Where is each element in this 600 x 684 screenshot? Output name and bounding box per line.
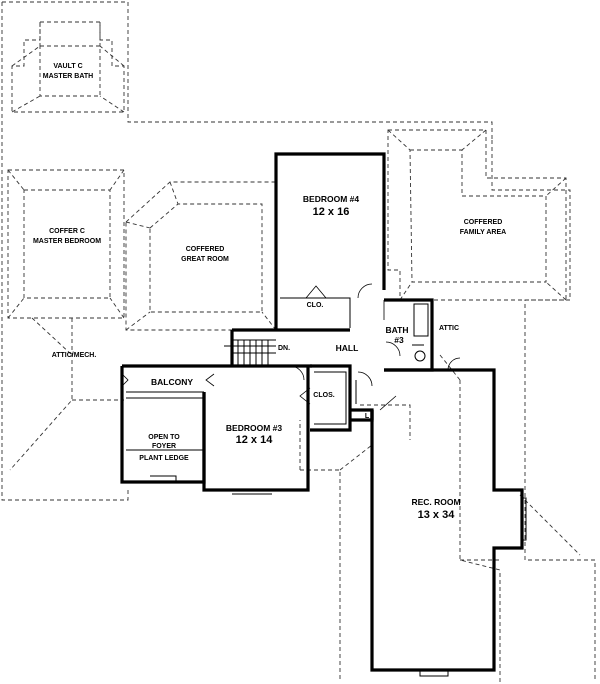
- rec-room-walls: [370, 368, 527, 677]
- closet-mid-walls: [299, 364, 374, 432]
- closet-mid-label: CLOS.: [313, 392, 334, 399]
- bedroom4-size: 12 x 16: [313, 206, 350, 218]
- attic-mech-label: ATTIC/MECH.: [52, 352, 97, 359]
- great-room-label-2: GREAT ROOM: [181, 256, 229, 263]
- bedroom3-size: 12 x 14: [236, 434, 274, 446]
- open-foyer-label-1: OPEN TO: [148, 434, 180, 441]
- family-area-label-2: FAMILY AREA: [460, 229, 506, 236]
- stair-down-label: DN.: [278, 345, 290, 352]
- rec-room-size: 13 x 34: [418, 509, 456, 521]
- vault-bath-roof: [11, 21, 125, 113]
- attic-label: ATTIC: [439, 325, 459, 332]
- bedroom4-walls: [274, 152, 386, 332]
- rec-room-roof: [339, 354, 581, 571]
- attic-mech-roof: [9, 317, 124, 471]
- open-foyer-label-2: FOYER: [152, 443, 176, 450]
- bath3-label-2: #3: [394, 335, 404, 345]
- master-bedroom-coffer: [7, 169, 125, 319]
- hall-label: HALL: [336, 343, 359, 353]
- master-bedroom-label-1: COFFER C: [49, 228, 85, 235]
- rec-room-label: REC. ROOM: [411, 497, 460, 507]
- family-area-coffer: [387, 129, 567, 301]
- master-bedroom-label-2: MASTER BEDROOM: [33, 238, 101, 245]
- family-area-label-1: COFFERED: [464, 219, 503, 226]
- bath3-walls: [384, 298, 434, 372]
- vault-bath-label-1: VAULT C: [53, 63, 82, 70]
- plant-ledge-label: PLANT LEDGE: [139, 455, 189, 462]
- great-room-label-1: COFFERED: [186, 246, 225, 253]
- bath3-label-1: BATH: [386, 325, 409, 335]
- balcony-label: BALCONY: [151, 377, 193, 387]
- hall-walls: [224, 300, 461, 387]
- closet-top-label: CLO.: [307, 302, 324, 309]
- linen-label: L: [365, 413, 370, 420]
- bedroom3-label: BEDROOM #3: [226, 423, 282, 433]
- bedroom3-walls: [202, 366, 310, 495]
- vault-bath-label-2: MASTER BATH: [43, 73, 93, 80]
- bedroom4-label: BEDROOM #4: [303, 194, 359, 204]
